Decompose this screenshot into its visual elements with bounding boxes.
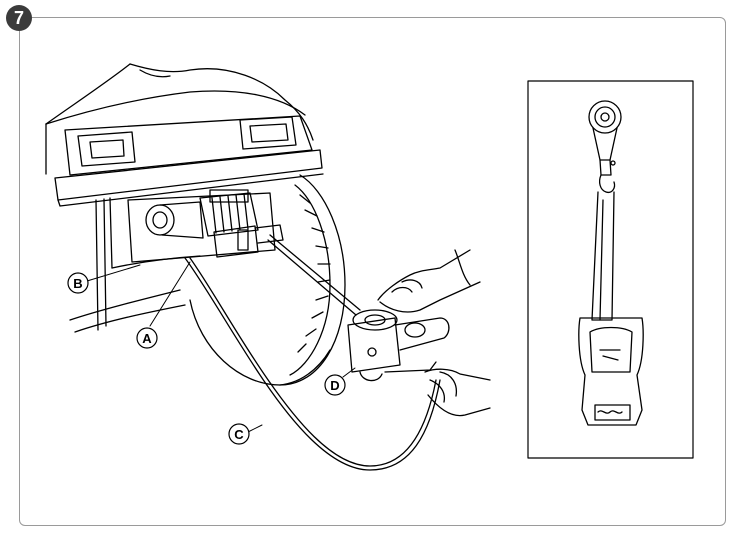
winch-cable (267, 234, 361, 316)
remote-cable (184, 257, 441, 471)
vehicle-front-panel (64, 115, 313, 176)
callout-c-label: C (234, 427, 244, 442)
callout-b: B (67, 272, 89, 294)
callout-a: A (136, 327, 158, 349)
step-number-badge: 7 (6, 5, 32, 31)
callout-a-label: A (142, 331, 152, 346)
callouts: B A D C (67, 272, 346, 445)
callout-b-label: B (73, 276, 82, 291)
inset-detail (527, 80, 694, 459)
callout-d: D (324, 374, 346, 396)
callout-c: C (228, 423, 250, 445)
gloved-hands (377, 249, 491, 417)
vehicle-chassis (69, 197, 201, 333)
figure-frame (19, 17, 726, 526)
vehicle-hood (45, 63, 314, 175)
callout-leaders (86, 261, 356, 433)
winch (127, 189, 284, 263)
callout-d-label: D (330, 378, 339, 393)
vehicle-bumper (54, 149, 324, 207)
